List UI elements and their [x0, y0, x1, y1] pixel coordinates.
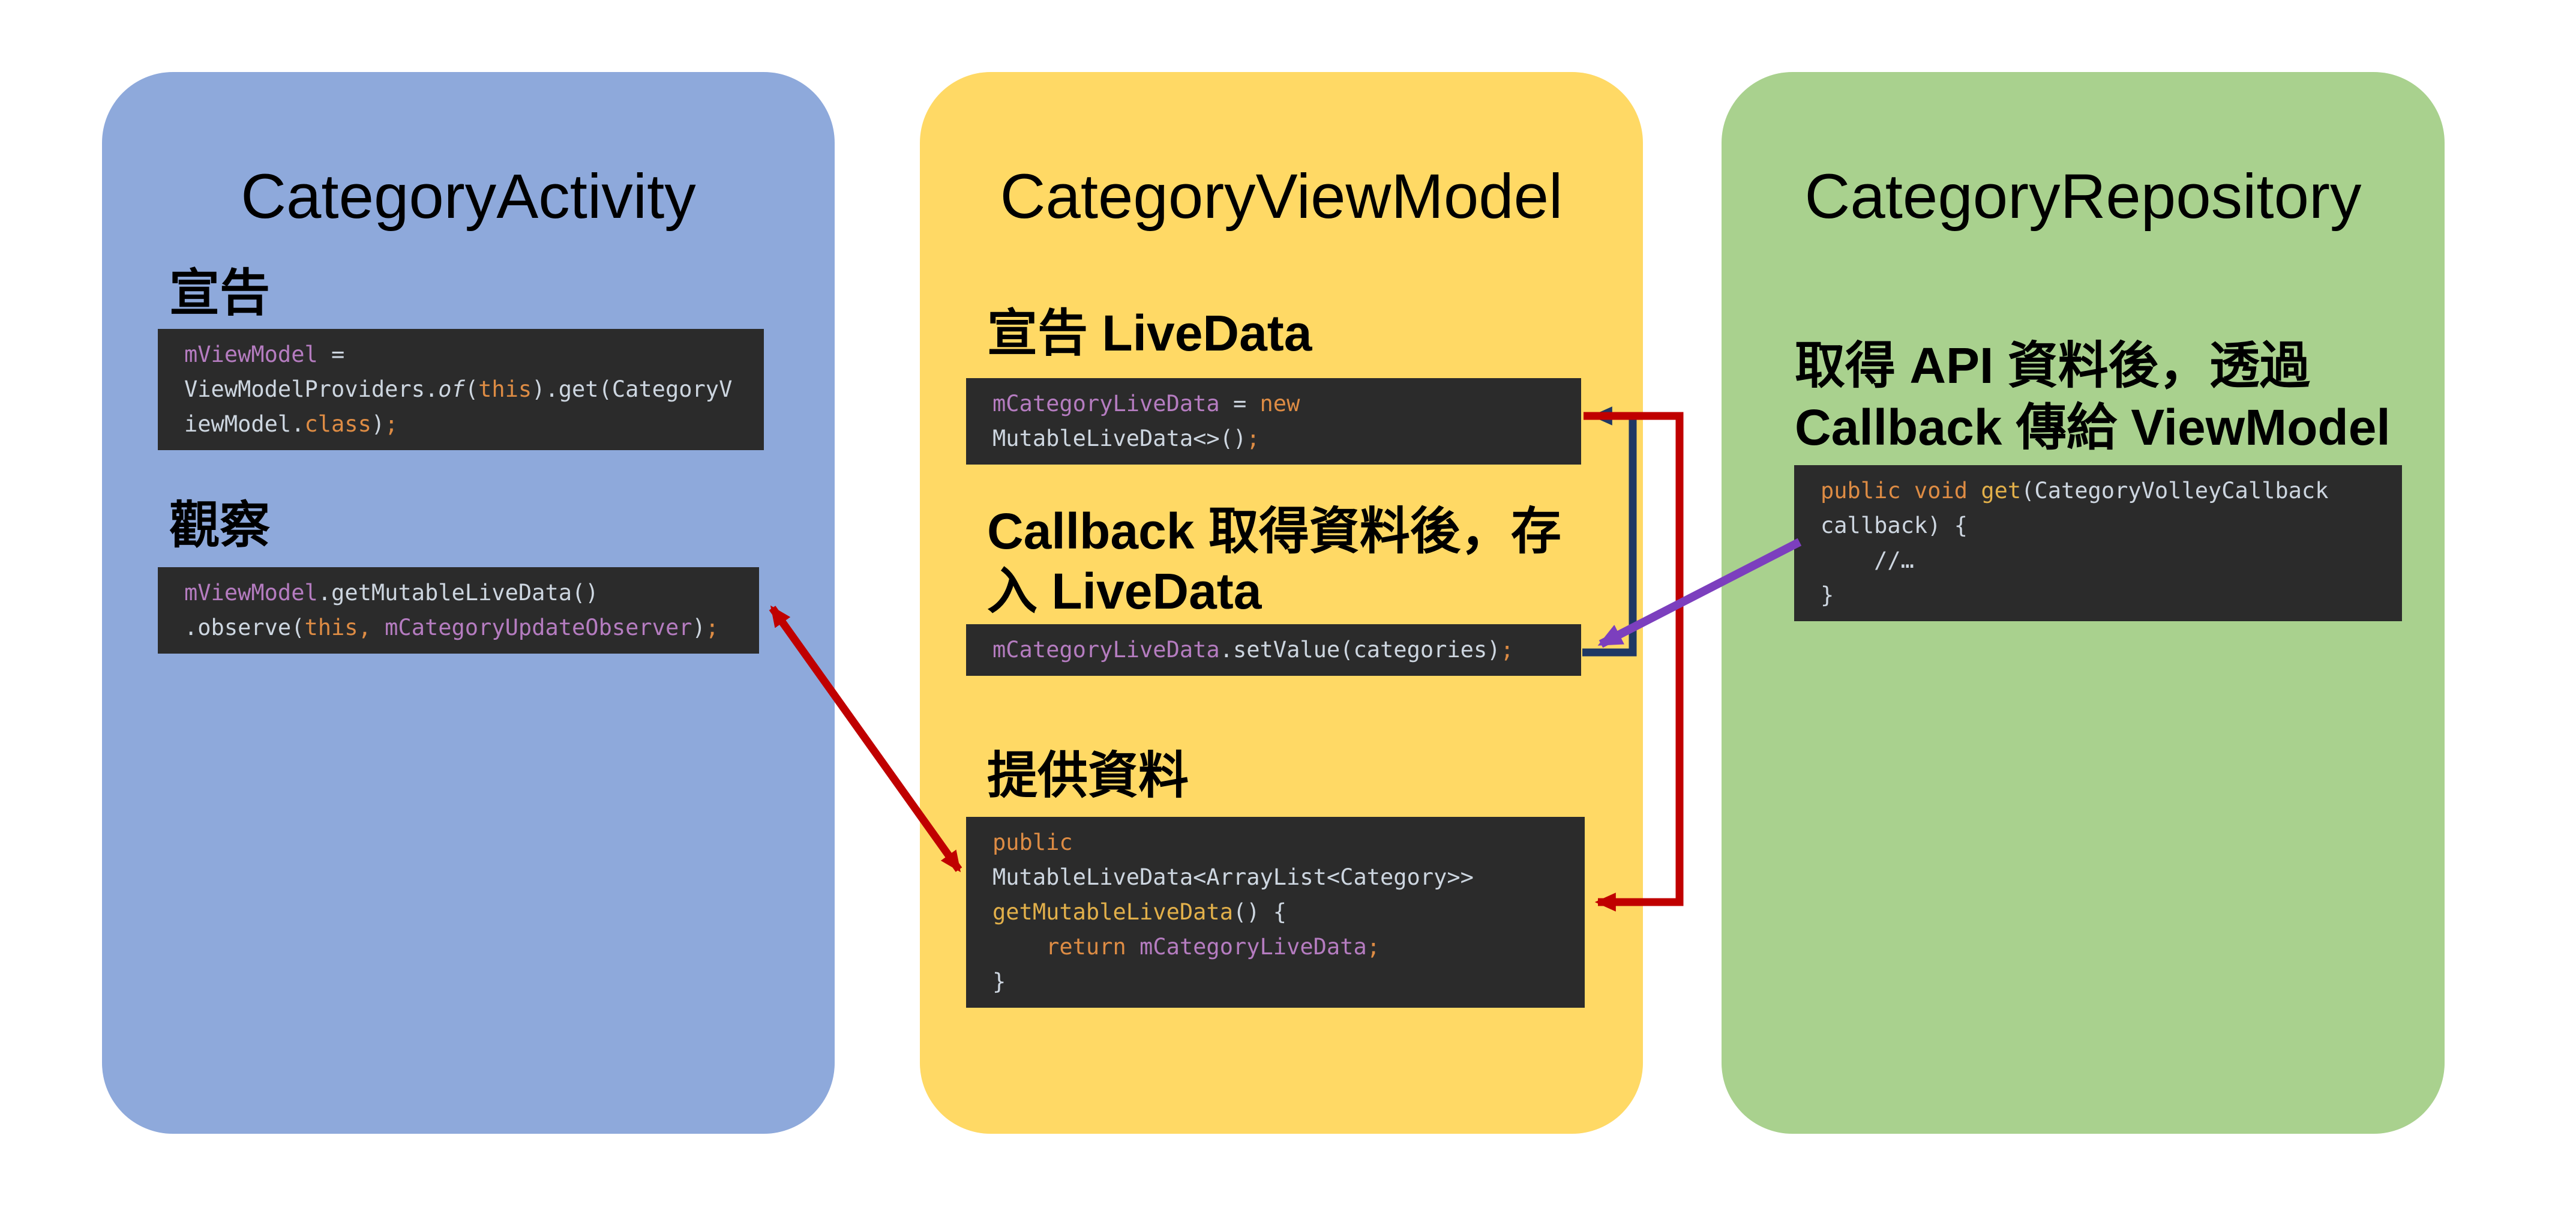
code-token: .setValue(categories) [1219, 637, 1501, 663]
code-line: return mCategoryLiveData; [992, 930, 1573, 965]
label-line: 入 LiveData [987, 563, 1262, 619]
code-line: getMutableLiveData() { [992, 895, 1573, 930]
activity-box: CategoryActivity 宣告 mViewModel =ViewMode… [102, 72, 835, 1134]
code-token [992, 934, 1046, 960]
code-token: mCategoryLiveData [1139, 934, 1367, 960]
code-token: callback) { [1821, 513, 1968, 538]
activity-observe-label: 觀察 [169, 495, 270, 555]
code-line: mViewModel = [184, 337, 752, 372]
code-line: .observe(this, mCategoryUpdateObserver); [184, 610, 747, 645]
label-line: Callback 取得資料後，存 [987, 503, 1561, 559]
code-token: MutableLiveData<ArrayList<Category>> [992, 864, 1474, 890]
repository-callback-label: 取得 API 資料後，透過 Callback 傳給 ViewModel [1795, 335, 2391, 459]
code-token: of [438, 376, 465, 402]
repository-box-title: CategoryRepository [1804, 161, 2362, 232]
code-token: ( [464, 376, 479, 402]
viewmodel-box-title: CategoryViewModel [1000, 161, 1563, 232]
code-token: mCategoryLiveData [992, 637, 1220, 663]
code-line: callback) { [1821, 508, 2390, 543]
code-line: public void get(CategoryVolleyCallback [1821, 474, 2390, 508]
code-token: get [1981, 478, 2022, 504]
code-token: mViewModel [184, 342, 318, 367]
code-token: mCategoryUpdateObserver [385, 615, 692, 640]
code-line: } [992, 965, 1573, 999]
code-line: } [1821, 578, 2390, 613]
activity-declare-label: 宣告 [169, 263, 270, 323]
viewmodel-declare-livedata-label: 宣告 LiveData [987, 303, 1312, 363]
code-token: return [1046, 934, 1126, 960]
code-token: MutableLiveData<>() [992, 426, 1247, 451]
label-line: 觀察 [169, 497, 271, 553]
code-token: , [358, 615, 371, 640]
code-token: ).get(CategoryV [532, 376, 733, 402]
code-token: .observe( [184, 615, 305, 640]
code-token: class [304, 411, 371, 437]
viewmodel-setvalue-code-block: mCategoryLiveData.setValue(categories); [966, 624, 1581, 676]
label-line: 取得 API 資料後，透過 [1795, 337, 2310, 394]
code-token: = [317, 342, 345, 367]
repository-box: CategoryRepository 取得 API 資料後，透過 Callbac… [1722, 72, 2445, 1134]
code-line: iewModel.class); [184, 407, 752, 442]
code-token: mViewModel [184, 580, 318, 606]
code-line: mCategoryLiveData = new [992, 387, 1569, 421]
code-line: //… [1821, 543, 2390, 578]
code-token: ; [1366, 934, 1381, 960]
label-line: 宣告 LiveData [987, 305, 1312, 361]
code-token: ; [1246, 426, 1260, 451]
repository-get-code-block: public void get(CategoryVolleyCallback ca… [1794, 465, 2402, 621]
code-token: } [1821, 582, 1834, 608]
code-token: ) [692, 615, 706, 640]
code-token [371, 615, 385, 640]
code-token: ; [385, 411, 398, 437]
label-line: Callback 傳給 ViewModel [1795, 399, 2391, 456]
code-line: MutableLiveData<ArrayList<Category>> [992, 860, 1573, 895]
code-token: getMutableLiveData [992, 899, 1233, 925]
activity-box-title: CategoryActivity [241, 161, 696, 232]
code-token: () { [1232, 899, 1287, 925]
code-line: mViewModel.getMutableLiveData() [184, 576, 747, 610]
code-token: .getMutableLiveData() [317, 580, 599, 606]
activity-observe-code-block: mViewModel.getMutableLiveData().observe(… [158, 567, 759, 654]
viewmodel-box: CategoryViewModel 宣告 LiveData mCategoryL… [920, 72, 1643, 1134]
code-token: this [304, 615, 358, 640]
code-line: public [992, 825, 1573, 860]
code-token: (CategoryVolleyCallback [2021, 478, 2329, 504]
label-line: 宣告 [169, 265, 271, 321]
code-token: public void [1821, 478, 1981, 504]
viewmodel-provide-data-label: 提供資料 [987, 745, 1189, 805]
code-token: = [1219, 391, 1260, 417]
code-line: ViewModelProviders.of(this).get(Category… [184, 372, 752, 407]
code-line: mCategoryLiveData.setValue(categories); [992, 633, 1569, 667]
code-token: iewModel. [184, 411, 305, 437]
code-token: //… [1821, 547, 1914, 573]
code-token: public [992, 829, 1073, 855]
code-token: this [478, 376, 532, 402]
code-token: ViewModelProviders. [184, 376, 439, 402]
code-token: ) [371, 411, 385, 437]
viewmodel-callback-label: Callback 取得資料後，存 入 LiveData [987, 501, 1561, 621]
code-token: mCategoryLiveData [992, 391, 1220, 417]
code-token: } [992, 969, 1006, 995]
label-line: 提供資料 [987, 747, 1189, 804]
code-line: MutableLiveData<>(); [992, 421, 1569, 456]
activity-declare-code-block: mViewModel =ViewModelProviders.of(this).… [158, 329, 764, 450]
code-token: ; [1500, 637, 1514, 663]
code-token: new [1259, 391, 1300, 417]
code-token [1126, 934, 1139, 960]
code-token: ; [705, 615, 719, 640]
